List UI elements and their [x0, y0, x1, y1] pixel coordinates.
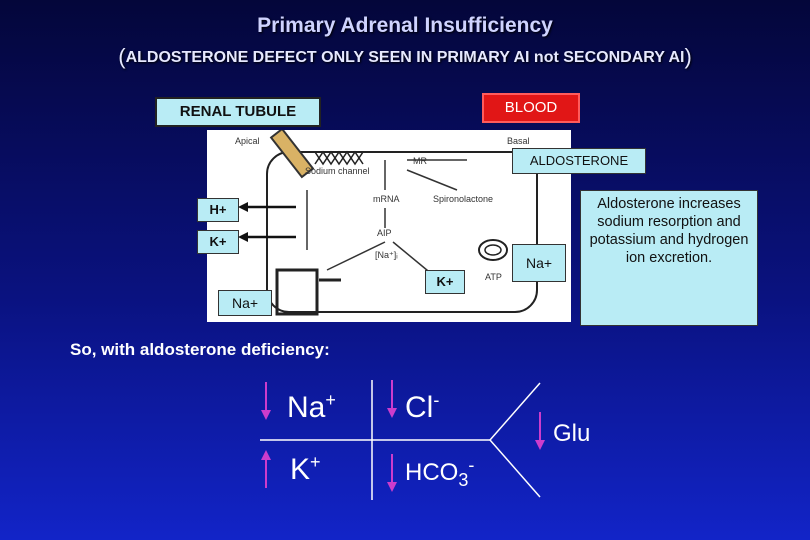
renal-tubule-label: RENAL TUBULE: [155, 97, 321, 127]
basal-label: Basal: [507, 136, 530, 146]
cl-sup: -: [433, 390, 440, 410]
hco3-text: HCO: [405, 459, 459, 486]
arrows-middle: [387, 380, 397, 492]
k-up-arrow-icon: [261, 450, 271, 488]
mr-receptor-shape: [314, 150, 364, 166]
h-ion-label: H+: [197, 198, 239, 222]
deficiency-heading: So, with aldosterone deficiency:: [70, 340, 330, 359]
aip-label: AIP: [377, 228, 392, 238]
na-down-arrow-icon: [261, 382, 271, 420]
nai-label: [Na⁺]ᵢ: [375, 250, 398, 260]
hco3-label: HCO3-: [405, 455, 474, 491]
sodium-channel-shape: [269, 130, 315, 179]
apical-label: Apical: [235, 136, 260, 146]
pathway-arrows: [306, 159, 467, 281]
hco3-sup: -: [468, 455, 475, 475]
subtitle-close-paren: ): [684, 44, 692, 69]
na-ion-right-label: Na+: [512, 244, 566, 282]
sodium-channel-label: Sodium channel: [305, 166, 370, 176]
subtitle-open-paren: (: [118, 44, 126, 69]
na-text: Na: [287, 391, 326, 424]
electrolyte-grid-lines: [260, 380, 541, 500]
subtitle-text: ALDOSTERONE DEFECT ONLY SEEN IN PRIMARY …: [125, 49, 685, 66]
cl-text: Cl: [405, 391, 434, 424]
mr-label: MR: [413, 156, 427, 166]
mrna-label: mRNA: [373, 194, 400, 204]
hco3-down-arrow-icon: [387, 454, 397, 492]
na-ion-left-label: Na+: [218, 290, 272, 316]
secretion-arrows: [238, 202, 296, 242]
aldosterone-note: Aldosterone increases sodium resorption …: [580, 190, 758, 326]
arrows-left: [261, 382, 271, 488]
k-text: K: [290, 453, 311, 486]
spironolactone-label: Spironolactone: [433, 194, 493, 204]
cell-membrane: [266, 151, 538, 313]
glu-down-arrow-icon: [535, 412, 545, 450]
pump-shape: [275, 268, 341, 316]
page-subtitle: (ALDOSTERONE DEFECT ONLY SEEN IN PRIMARY…: [0, 44, 810, 70]
arrows-right: [535, 412, 545, 450]
cl-label: Cl-: [405, 390, 439, 425]
page-title: Primary Adrenal Insufficiency: [257, 14, 553, 37]
hco3-sub: 3: [458, 469, 469, 490]
glu-label: Glu: [553, 420, 591, 447]
k-label: K+: [290, 452, 321, 487]
na-label: Na+: [287, 390, 336, 425]
k-sup: +: [310, 452, 321, 472]
aldosterone-label: ALDOSTERONE: [512, 148, 646, 174]
atp-label: ATP: [485, 272, 502, 282]
k-ion-left-label: K+: [197, 230, 239, 254]
k-ion-right-label: K+: [425, 270, 465, 294]
atpase-shape: [478, 239, 508, 261]
cl-down-arrow-icon: [387, 380, 397, 418]
na-sup: +: [325, 390, 336, 410]
blood-label: BLOOD: [482, 93, 580, 123]
